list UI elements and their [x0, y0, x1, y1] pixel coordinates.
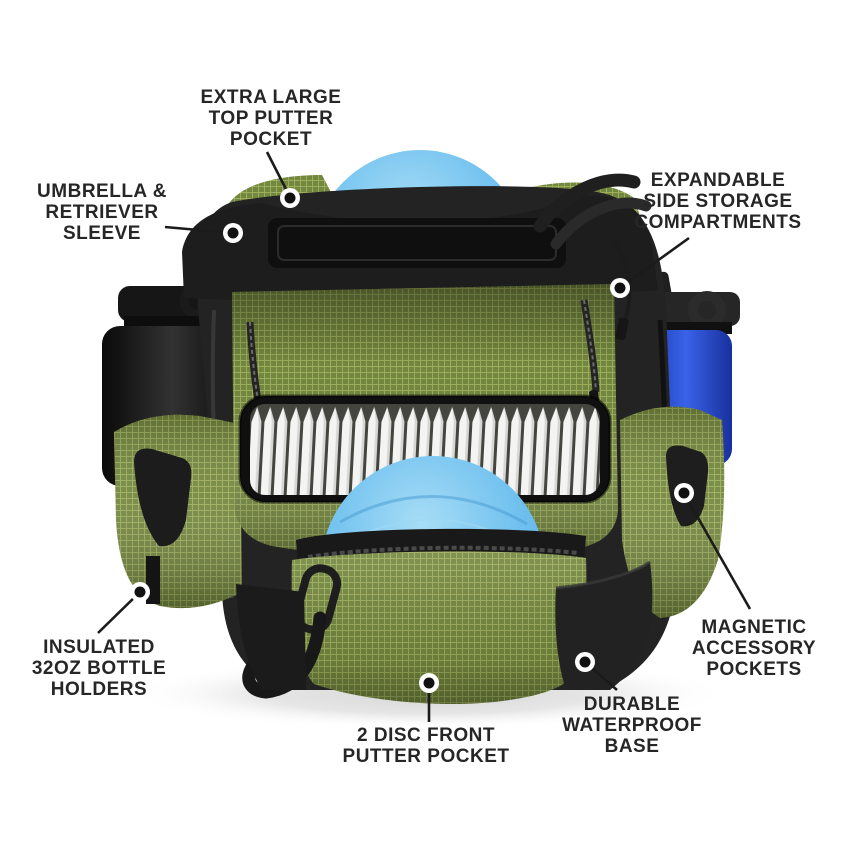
callout-lines: [97, 151, 752, 722]
left-magnetic-flap: [134, 448, 192, 547]
callout-label-top-putter-pocket: EXTRA LARGE TOP PUTTER POCKET: [200, 87, 342, 150]
callout-line-magnetic: [683, 494, 752, 610]
callout-dot-umbrella: [223, 223, 243, 243]
disc-stack-opening: [238, 394, 612, 504]
callout-dots: [130, 188, 694, 693]
callout-line-insulated: [97, 592, 140, 634]
callout-dot-front: [419, 673, 439, 693]
callout-label-magnetic-pockets: MAGNETIC ACCESSORY POCKETS: [691, 617, 817, 680]
callout-line-umbrella: [164, 225, 233, 235]
handle-pad: [268, 218, 566, 268]
callout-label-umbrella-sleeve: UMBRELLA & RETRIEVER SLEEVE: [37, 181, 167, 244]
callout-dot-magnetic: [674, 483, 694, 503]
callout-label-bottle-holders: INSULATED 32OZ BOTTLE HOLDERS: [31, 637, 167, 700]
callout-dot-insulated: [130, 582, 150, 602]
handle-strap: [533, 173, 641, 233]
left-bottle-pocket: [114, 414, 242, 609]
callout-dot-expandable: [610, 278, 630, 298]
callout-label-front-putter-pocket: 2 DISC FRONT PUTTER POCKET: [342, 725, 510, 767]
callout-label-side-storage: EXPANDABLE SIDE STORAGE COMPARTMENTS: [634, 170, 802, 233]
top-handle-band: [182, 173, 658, 341]
callout-dot-top-putter: [280, 188, 300, 208]
callout-label-waterproof-base: DURABLE WATERPROOF BASE: [562, 694, 702, 757]
callout-line-expandable: [620, 236, 690, 289]
white-disc-stack: [250, 404, 600, 495]
callout-dot-durable: [575, 652, 595, 672]
